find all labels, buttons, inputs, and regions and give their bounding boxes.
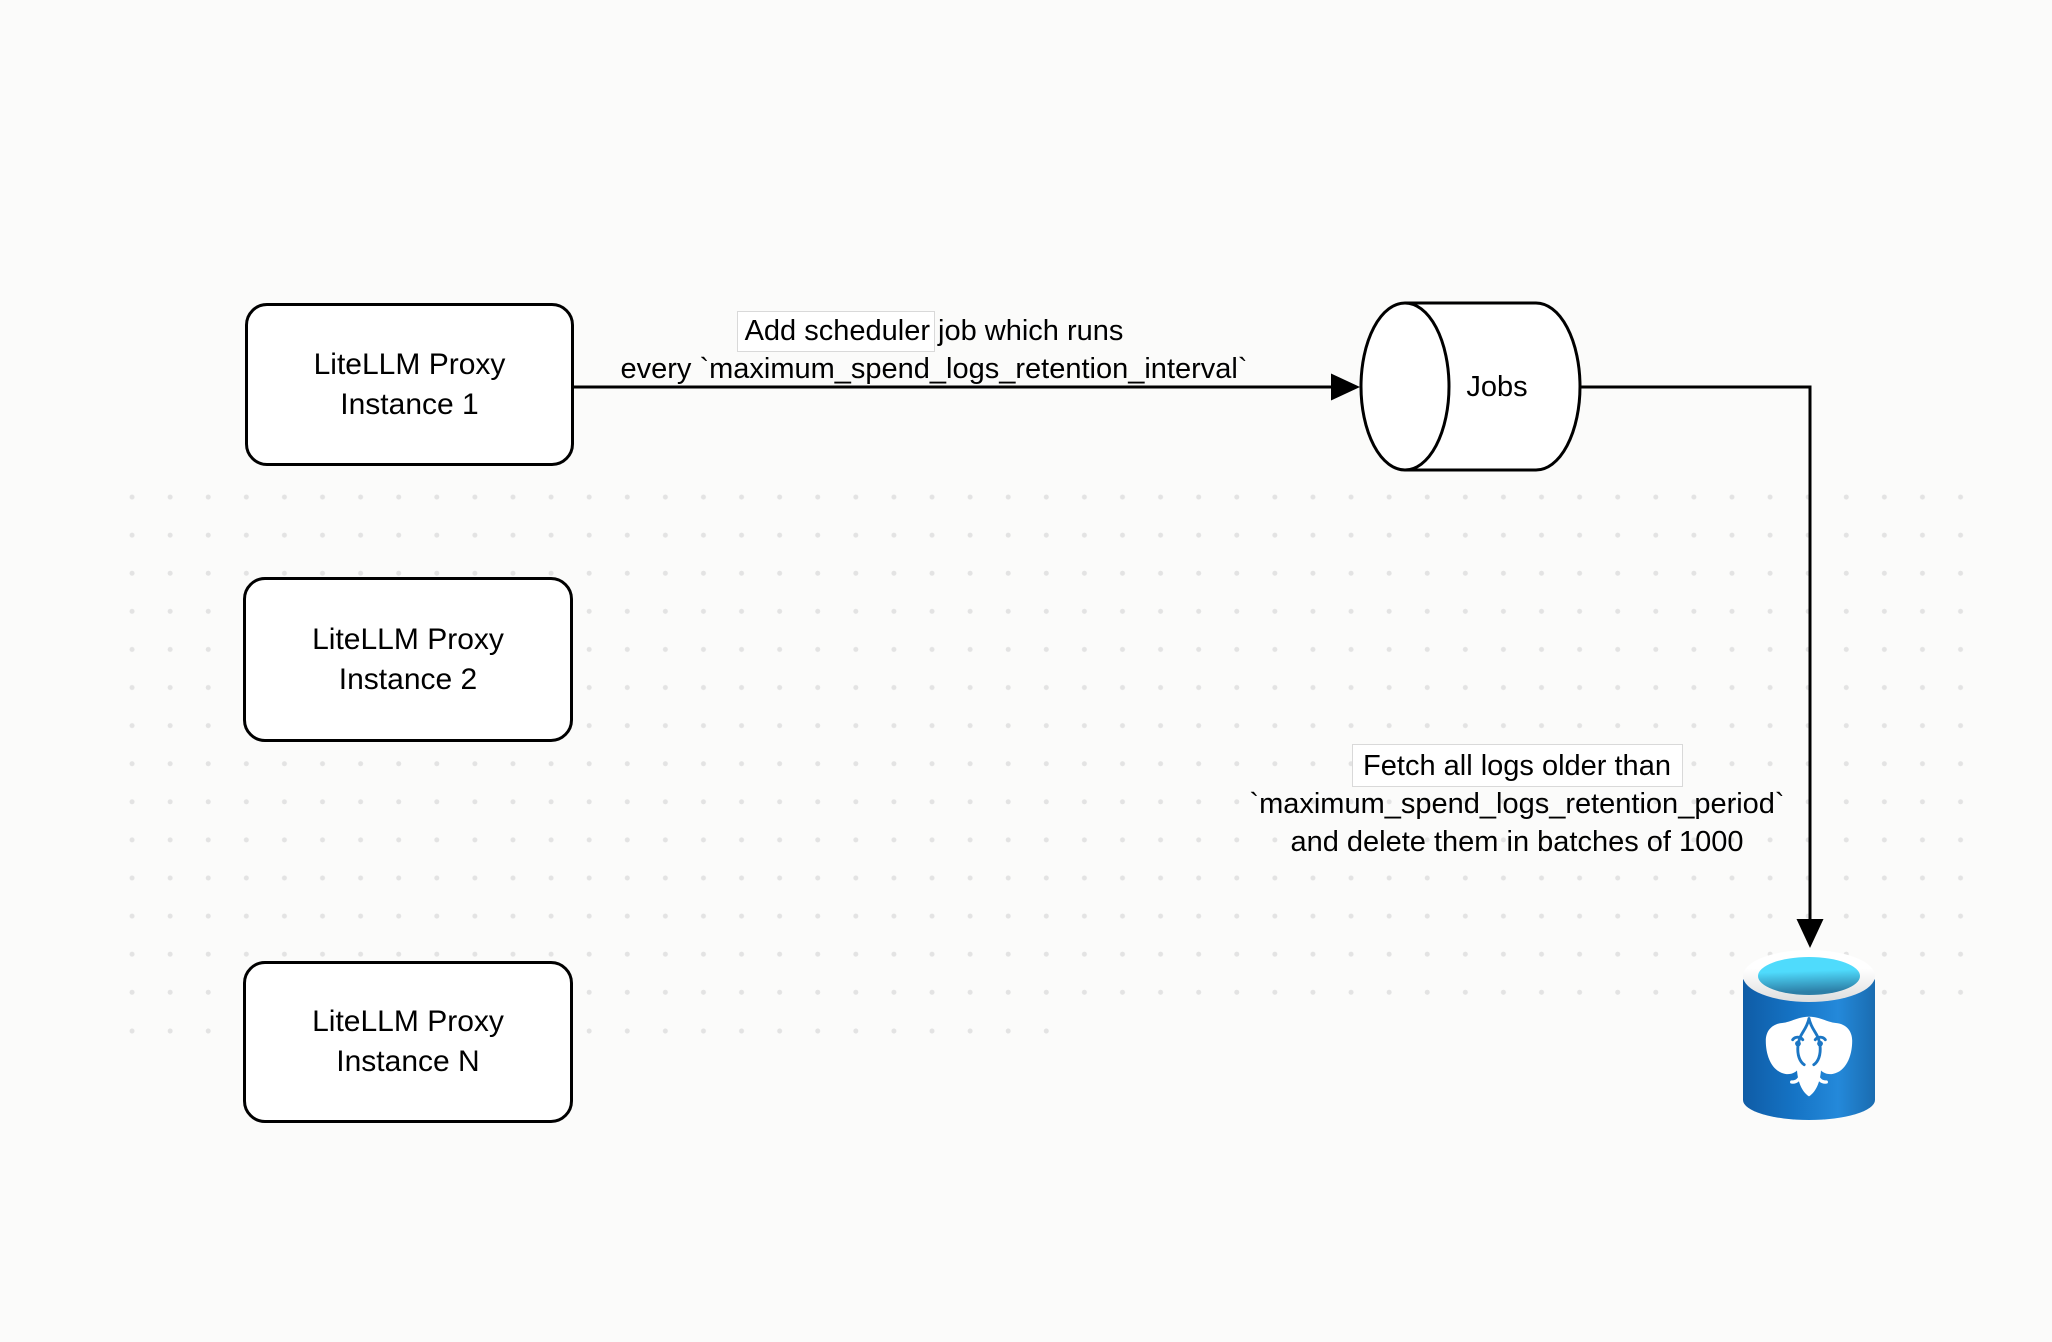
jobs-node-label: Jobs (1466, 371, 1528, 403)
edge-label-fetch-delete: Fetch all logs older than `maximum_spend… (1147, 747, 1887, 861)
arrowhead-right (1331, 373, 1360, 401)
arrowhead-down (1796, 919, 1824, 948)
edge-label-scheduler: Add scheduler job which runs every `maxi… (564, 312, 1304, 388)
postgres-elephant-icon (1765, 1016, 1853, 1097)
node-litellm-proxy-instance-1: LiteLLM Proxy Instance 1 (245, 303, 574, 466)
node-litellm-proxy-instance-n: LiteLLM Proxy Instance N (243, 961, 573, 1123)
edge-label-background (737, 311, 935, 352)
jobs-queue-cylinder (1359, 301, 1582, 472)
node-litellm-proxy-instance-2: LiteLLM Proxy Instance 2 (243, 577, 573, 742)
edge-label-line: `maximum_spend_logs_retention_period` (1249, 788, 1785, 820)
postgresql-database-icon (1743, 950, 1875, 1120)
edge-label-line: Fetch all logs older than (1363, 750, 1671, 782)
edge-scheduler-arrow (574, 373, 1360, 401)
edge-label-line: every `maximum_spend_logs_retention_inte… (620, 353, 1248, 385)
node-label: LiteLLM Proxy Instance 1 (313, 347, 506, 421)
node-label: LiteLLM Proxy Instance N (312, 1005, 504, 1078)
edge-label-background (1352, 744, 1683, 787)
edge-label-line: and delete them in batches of 1000 (1290, 826, 1744, 858)
node-label: LiteLLM Proxy Instance 2 (312, 622, 504, 696)
db-cylinder-liquid (1758, 957, 1860, 995)
edge-fetch-arrow (1580, 385, 1824, 948)
edge-label-line: Add scheduler job which runs (744, 315, 1124, 347)
